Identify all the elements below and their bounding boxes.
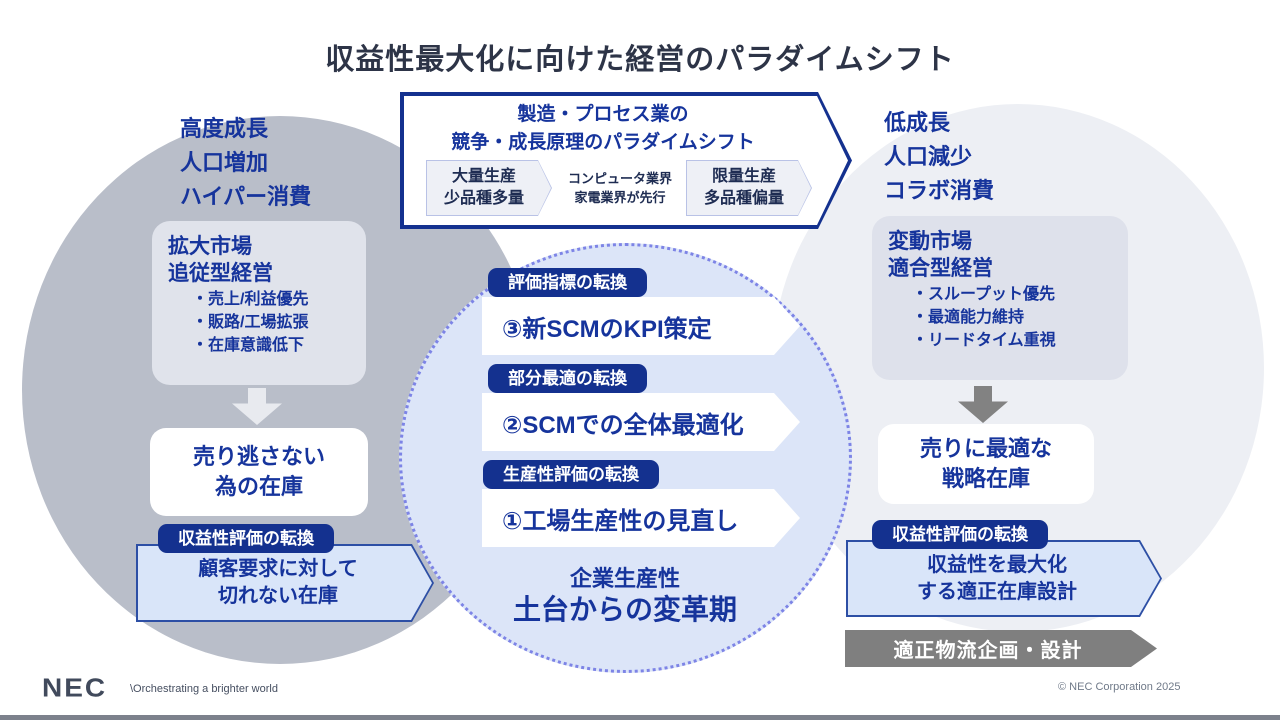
evaluation-index-badge: 評価指標の転換: [488, 268, 647, 297]
mass-production-chip: 大量生産 少品種多量: [426, 160, 552, 216]
right-market-bullet: ・リードタイム重視: [912, 331, 1056, 349]
nec-logo: NEC: [42, 673, 108, 702]
left-market-bullet: ・在庫意識低下: [192, 336, 305, 354]
limited-production-chip: 限量生産 多品種偏量: [686, 160, 812, 216]
left-profitability-badge: 収益性評価の転換: [158, 524, 334, 553]
right-conversion-arrow-box: 収益性を最大化 する適正在庫設計: [846, 540, 1162, 617]
left-conversion-arrow-box: 顧客要求に対して 切れない在庫: [136, 544, 434, 622]
right-profitability-badge: 収益性評価の転換: [872, 520, 1048, 549]
factory-productivity-arrow: ①工場生産性の見直し: [482, 489, 800, 547]
left-era-heading: 高度成長 人口増加 ハイパー消費: [180, 116, 312, 209]
right-conversion-arrow-label: 収益性を最大化 する適正在庫設計: [848, 542, 1160, 615]
industry-precedent-note: コンピュータ業界 家電業界が先行: [567, 171, 672, 206]
brand-tagline: \Orchestrating a brighter world: [130, 683, 278, 695]
right-market-bullet: ・最適能力維持: [912, 308, 1025, 326]
left-conversion-arrow-label: 顧客要求に対して 切れない在庫: [138, 546, 432, 620]
productivity-evaluation-badge: 生産性評価の転換: [483, 460, 659, 489]
paradigm-shift-box: 製造・プロセス業の 競争・成長原理のパラダイムシフト 大量生産 少品種多量 コン…: [400, 92, 852, 229]
right-market-box-title: 変動市場 適合型経営: [888, 230, 993, 281]
limited-production-chip-label: 限量生産 多品種偏量: [687, 161, 811, 215]
right-market-box: 変動市場 適合型経営 ・スループット優先 ・最適能力維持 ・リードタイム重視: [872, 216, 1128, 380]
right-inventory-box: 売りに最適な 戦略在庫: [878, 424, 1094, 504]
paradigm-shift-title: 製造・プロセス業の 競争・成長原理のパラダイムシフト: [451, 104, 755, 153]
left-market-bullet: ・販路/工場拡張: [192, 313, 309, 331]
foundation-transformation-label: 土台からの変革期: [512, 594, 737, 625]
copyright-text: © NEC Corporation 2025: [1058, 681, 1181, 693]
footer-bar: [0, 715, 1280, 720]
page-title: 収益性最大化に向けた経営のパラダイムシフト: [325, 44, 955, 76]
left-inventory-box: 売り逃さない 為の在庫: [150, 428, 368, 516]
mass-production-chip-label: 大量生産 少品種多量: [427, 161, 551, 215]
right-era-heading: 低成長 人口減少 コラボ消費: [884, 110, 995, 203]
corporate-productivity-label: 企業生産性: [569, 566, 680, 591]
logistics-planning-arrow: 適正物流企画・設計: [845, 630, 1157, 667]
left-market-box-title: 拡大市場 追従型経営: [168, 235, 273, 286]
right-market-bullet: ・スループット優先: [912, 285, 1056, 303]
scm-total-optimization-arrow: ②SCMでの全体最適化: [482, 393, 800, 451]
new-scm-kpi-arrow: ③新SCMのKPI策定: [482, 297, 800, 355]
left-market-bullet: ・売上/利益優先: [192, 290, 309, 308]
left-market-box: 拡大市場 追従型経営 ・売上/利益優先 ・販路/工場拡張 ・在庫意識低下: [152, 221, 366, 385]
partial-optimum-badge: 部分最適の転換: [488, 364, 647, 393]
paradigm-shift-box-inner: 製造・プロセス業の 競争・成長原理のパラダイムシフト 大量生産 少品種多量 コン…: [404, 96, 848, 225]
